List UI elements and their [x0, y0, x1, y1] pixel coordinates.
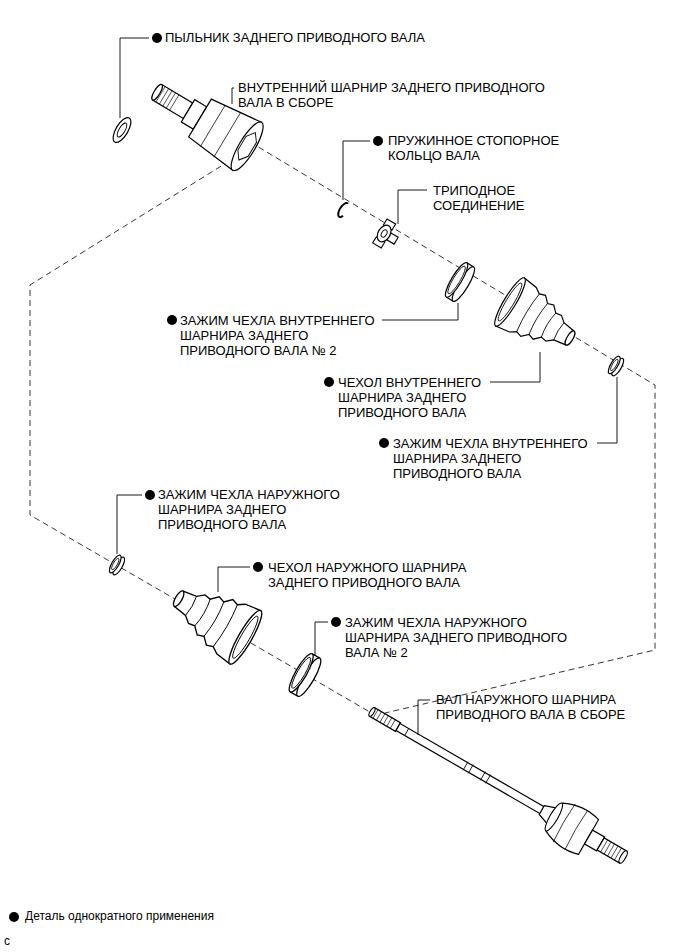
tripod [374, 223, 394, 245]
leader-line [218, 567, 250, 592]
part-label: ВАЛ НАРУЖНОГО ШАРНИРА ПРИВОДНОГО ВАЛА В … [436, 692, 646, 722]
legend-item: Деталь однократного применения [8, 909, 214, 924]
outer-boot-clamp-2 [285, 651, 324, 699]
tripod [372, 218, 404, 252]
inner-boot-clamp [606, 355, 626, 378]
inner-joint [234, 130, 261, 164]
part-label: ПЫЛЬНИК ЗАДНЕГО ПРИВОДНОГО ВАЛА [165, 30, 485, 45]
inner-boot [490, 275, 587, 364]
snap-ring [336, 201, 350, 218]
single-use-bullet [331, 617, 341, 627]
leader-line [382, 303, 458, 320]
outer-joint-shaft [404, 728, 490, 784]
leader-line [315, 622, 328, 656]
part-label: ЗАЖИМ ЧЕХЛА ВНУТРЕННЕГО ШАРНИРА ЗАДНЕГО … [180, 313, 392, 358]
outer-joint-shaft [373, 710, 395, 729]
inner-joint [226, 118, 269, 174]
leader-line [120, 38, 149, 118]
assembly-axis [250, 142, 655, 713]
part-label: ВНУТРЕННИЙ ШАРНИР ЗАДНЕГО ПРИВОДНОГО ВАЛ… [238, 80, 568, 110]
outer-joint-shaft [396, 724, 547, 816]
part-label: ПРУЖИННОЕ СТОПОРНОЕ КОЛЬЦО ВАЛА [388, 133, 588, 163]
leader-line [597, 377, 617, 443]
outer-joint-shaft [601, 840, 622, 860]
inner-boot-clamp-2 [442, 260, 478, 304]
inner-joint [150, 83, 164, 102]
leader-line [117, 38, 617, 735]
leader-line [232, 88, 234, 104]
leader-line [398, 190, 427, 224]
leader-line [418, 700, 430, 735]
single-use-bullet [167, 315, 177, 325]
outer-boot [160, 570, 266, 667]
leader-line [117, 495, 142, 554]
tripod [380, 229, 388, 238]
single-use-bullet [253, 562, 263, 572]
single-use-bullet [152, 33, 162, 43]
snap-ring [336, 201, 350, 218]
assembly-axis [30, 142, 655, 715]
single-use-bullet [373, 136, 383, 146]
dust-cover [115, 122, 128, 139]
part-label: ЗАЖИМ ЧЕХЛА НАРУЖНОГО ШАРНИРА ЗАДНЕГО ПР… [345, 615, 585, 660]
outer-joint-shaft [552, 803, 588, 850]
part-label: ТРИПОДНОЕ СОЕДИНЕНИЕ [433, 183, 543, 213]
dust-cover [110, 115, 135, 145]
figure-code: c [4, 934, 34, 949]
inner-joint [199, 103, 240, 156]
part-label: ЗАЖИМ ЧЕХЛА НАРУЖНОГО ШАРНИРА ЗАДНЕГО ПР… [158, 487, 358, 532]
legend-bullet [9, 912, 19, 922]
outer-boot-clamp [107, 554, 127, 577]
single-use-bullet [324, 377, 334, 387]
legend-bullet [8, 911, 20, 923]
part-label: ЗАЖИМ ЧЕХЛА ВНУТРЕННЕГО ШАРНИРА ЗАДНЕГО … [393, 436, 605, 481]
part-label: ЧЕХОЛ ВНУТРЕННЕГО ШАРНИРА ЗАДНЕГО ПРИВОД… [338, 375, 508, 420]
outer-joint-shaft [368, 707, 376, 718]
leader-line [343, 141, 370, 200]
outer-joint-shaft [542, 801, 565, 833]
single-use-bullet [379, 438, 389, 448]
part-label: ЧЕХОЛ НАРУЖНОГО ШАРНИРА ЗАДНЕГО ПРИВОДНО… [268, 560, 493, 590]
legend-text: Деталь однократного применения [25, 909, 214, 924]
single-use-bullet [145, 490, 155, 500]
assembly-axis [30, 145, 375, 715]
leader-line [490, 352, 540, 382]
dust-cover [110, 115, 135, 145]
outer-joint-shaft [617, 850, 628, 865]
